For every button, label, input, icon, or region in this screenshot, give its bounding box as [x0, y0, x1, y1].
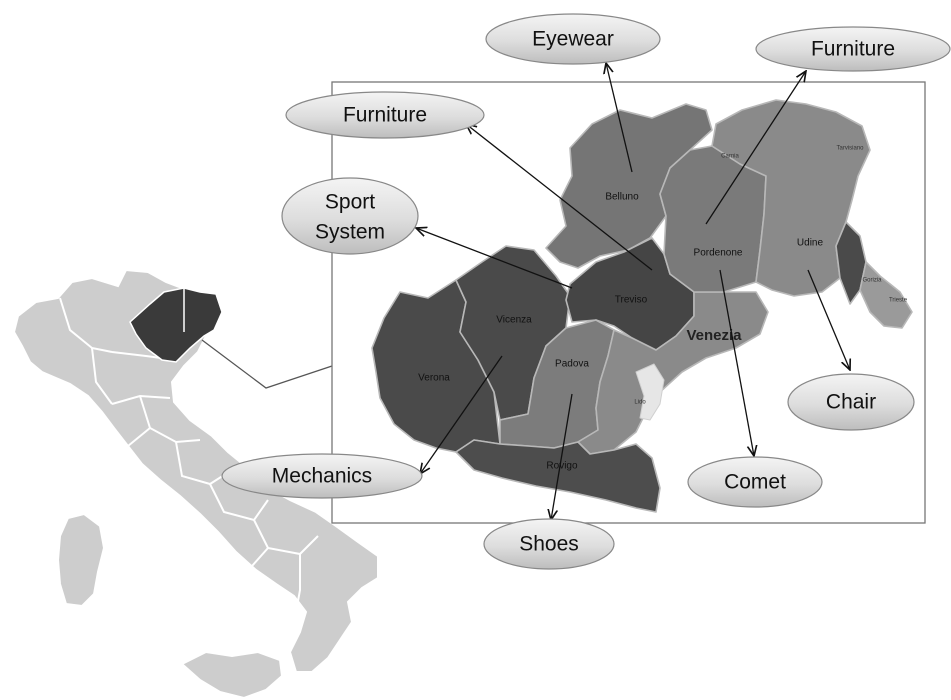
label-venezia: Venezia — [686, 327, 742, 344]
bubble-shoes: Shoes — [483, 518, 615, 570]
label-udine: Udine — [797, 238, 824, 249]
arrow-mechanics — [420, 355, 503, 474]
bubble-comet-label: Comet — [724, 471, 786, 494]
bubble-furniture-west: Furniture — [285, 91, 485, 139]
bubble-furniture-east: Furniture — [755, 26, 951, 72]
label-belluno: Belluno — [605, 192, 639, 203]
lagoon — [635, 363, 665, 421]
arrow-comet — [719, 269, 754, 456]
industry-arrows — [416, 63, 850, 520]
sicily — [180, 650, 284, 700]
label-verona: Verona — [418, 373, 450, 384]
label-trieste: Trieste — [889, 298, 908, 304]
bubble-eyewear-label: Eyewear — [532, 28, 614, 51]
karst-coast — [859, 261, 913, 329]
bubble-sport-system-label-line2: System — [315, 221, 385, 244]
arrow-shoes — [551, 393, 573, 520]
bubble-comet: Comet — [687, 456, 823, 508]
label-gorizia: Gorizia — [862, 278, 882, 284]
bubble-sport-system: Sport System — [281, 177, 419, 255]
province-labels: Belluno Treviso Vicenza Verona Padova Ve… — [418, 146, 908, 472]
arrow-furniture-west — [466, 124, 653, 271]
province-verona — [371, 279, 501, 453]
region-borders — [59, 297, 319, 613]
label-lido: Lido — [634, 400, 646, 406]
province-belluno — [545, 103, 713, 269]
veneto-friuli-highlight — [129, 287, 223, 363]
bubble-shoes-label: Shoes — [519, 533, 579, 556]
bubble-sport-system-label-line1: Sport — [325, 191, 375, 214]
label-pordenone: Pordenone — [694, 248, 743, 259]
bubble-eyewear: Eyewear — [485, 13, 661, 65]
bubble-chair: Chair — [787, 373, 915, 431]
italy-map — [12, 268, 379, 700]
arrow-eyewear — [606, 63, 633, 173]
label-tarvisiano: Tarvisiano — [836, 146, 864, 152]
bubble-chair-label: Chair — [826, 391, 876, 414]
arrow-chair — [807, 269, 850, 370]
label-treviso: Treviso — [615, 295, 648, 306]
bubble-furniture-west-label: Furniture — [343, 104, 427, 127]
arrow-sport-system — [416, 228, 573, 289]
detail-map — [371, 99, 913, 513]
zoom-connector — [201, 339, 333, 389]
label-rovigo: Rovigo — [546, 461, 578, 472]
sardinia — [56, 512, 106, 608]
province-venezia — [577, 291, 769, 455]
label-carnia: Carnia — [721, 154, 739, 160]
industry-bubbles: Eyewear Furniture Furniture Sport System… — [221, 13, 951, 570]
bubble-furniture-east-label: Furniture — [811, 38, 895, 61]
bubble-mechanics-label: Mechanics — [272, 465, 372, 488]
bubble-mechanics: Mechanics — [221, 453, 423, 499]
label-vicenza: Vicenza — [496, 315, 532, 326]
label-padova: Padova — [555, 359, 589, 370]
arrow-furniture-east — [705, 71, 806, 225]
